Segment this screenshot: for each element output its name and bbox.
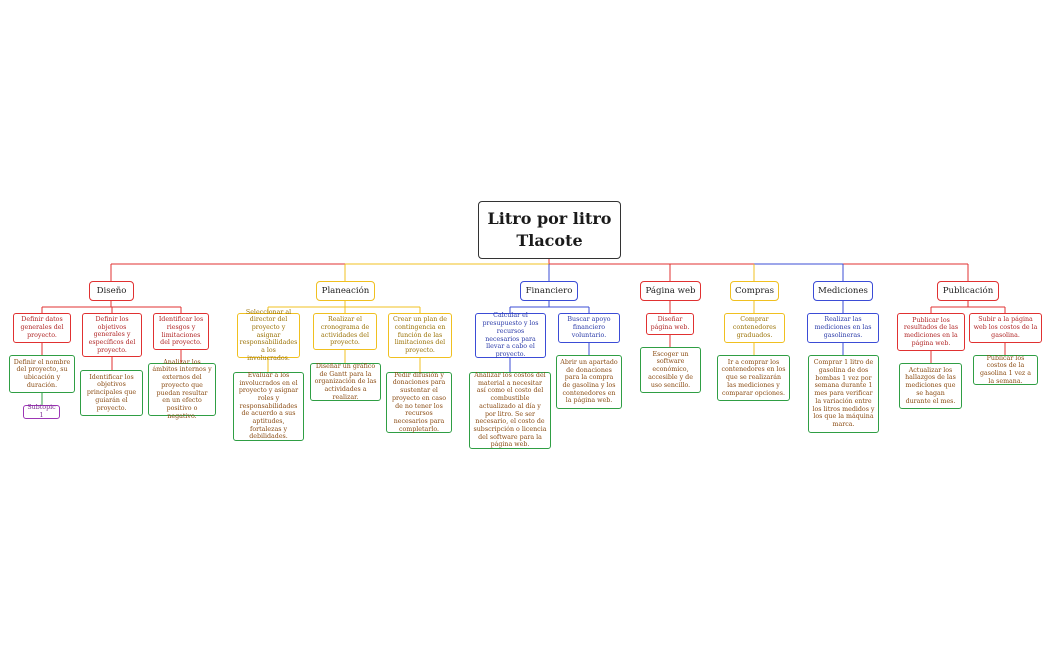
compras-sub-1[interactable]: Ir a comprar los contenedores en los que… xyxy=(717,355,790,401)
root-title-line2: Tlacote xyxy=(516,231,583,250)
planeacion-sub-1[interactable]: Evaluar a los involucrados en el proyect… xyxy=(233,372,304,441)
publicacion-item-1[interactable]: Publicar los resultados de las medicione… xyxy=(897,313,965,351)
mediciones-item-1[interactable]: Realizar las mediciones en las gasoliner… xyxy=(807,313,879,343)
pagina-web-item-1[interactable]: Diseñar página web. xyxy=(646,313,694,335)
financiero-item-2[interactable]: Buscar apoyo financiero voluntario. xyxy=(558,313,620,343)
financiero-sub-1[interactable]: Analizar los costos del material a neces… xyxy=(469,372,551,449)
root-title-line1: Litro por litro xyxy=(487,209,612,229)
financiero-sub-2[interactable]: Abrir un apartado de donaciones para la … xyxy=(556,355,622,409)
diseno-item-2[interactable]: Definir los objetivos generales y especí… xyxy=(82,313,142,357)
publicacion-sub-2[interactable]: Publicar los costos de la gasolina 1 vez… xyxy=(973,355,1038,385)
diseno-item-1[interactable]: Definir datos generales del proyecto. xyxy=(13,313,71,343)
planeacion-item-1[interactable]: Seleccionar al director del proyecto y a… xyxy=(237,309,300,362)
branch-financiero[interactable]: Financiero xyxy=(520,281,578,301)
planeacion-sub-2[interactable]: Diseñar un gráfico de Gantt para la orga… xyxy=(310,363,381,401)
financiero-item-1[interactable]: Calcular el presupuesto y los recursos n… xyxy=(475,312,546,358)
branch-diseno[interactable]: Diseño xyxy=(89,281,134,301)
mediciones-sub-1[interactable]: Comprar 1 litro de gasolina de dos bomba… xyxy=(808,355,879,433)
diseno-sub-2[interactable]: Identificar los objetivos principales qu… xyxy=(80,370,143,416)
publicacion-sub-1[interactable]: Actualizar los hallazgos de las medicion… xyxy=(899,363,962,409)
publicacion-item-2[interactable]: Subir a la página web los costos de la g… xyxy=(969,313,1042,343)
planeacion-sub-3[interactable]: Pedir difusión y donaciones para sustent… xyxy=(386,372,452,433)
diseno-subtopic[interactable]: Subtopic 1 xyxy=(23,404,60,419)
diseno-sub-3[interactable]: Analizar los ámbitos internos y externos… xyxy=(148,359,216,420)
branch-publicacion[interactable]: Publicación xyxy=(937,281,999,301)
diseno-item-3[interactable]: Identificar los riesgos y limitaciones d… xyxy=(153,313,209,350)
branch-mediciones[interactable]: Mediciones xyxy=(813,281,873,301)
pagina-web-sub-1[interactable]: Escoger un software económico, accesible… xyxy=(640,347,701,393)
planeacion-item-2[interactable]: Realizar el cronograma de actividades de… xyxy=(313,313,377,350)
compras-item-1[interactable]: Comprar contenedores graduados. xyxy=(724,313,785,343)
branch-pagina-web[interactable]: Página web xyxy=(640,281,701,301)
branch-planeacion[interactable]: Planeación xyxy=(316,281,375,301)
diseno-sub-1[interactable]: Definir el nombre del proyecto, su ubica… xyxy=(9,355,75,393)
planeacion-item-3[interactable]: Crear un plan de contingencia en función… xyxy=(388,313,452,358)
branch-compras[interactable]: Compras xyxy=(730,281,779,301)
